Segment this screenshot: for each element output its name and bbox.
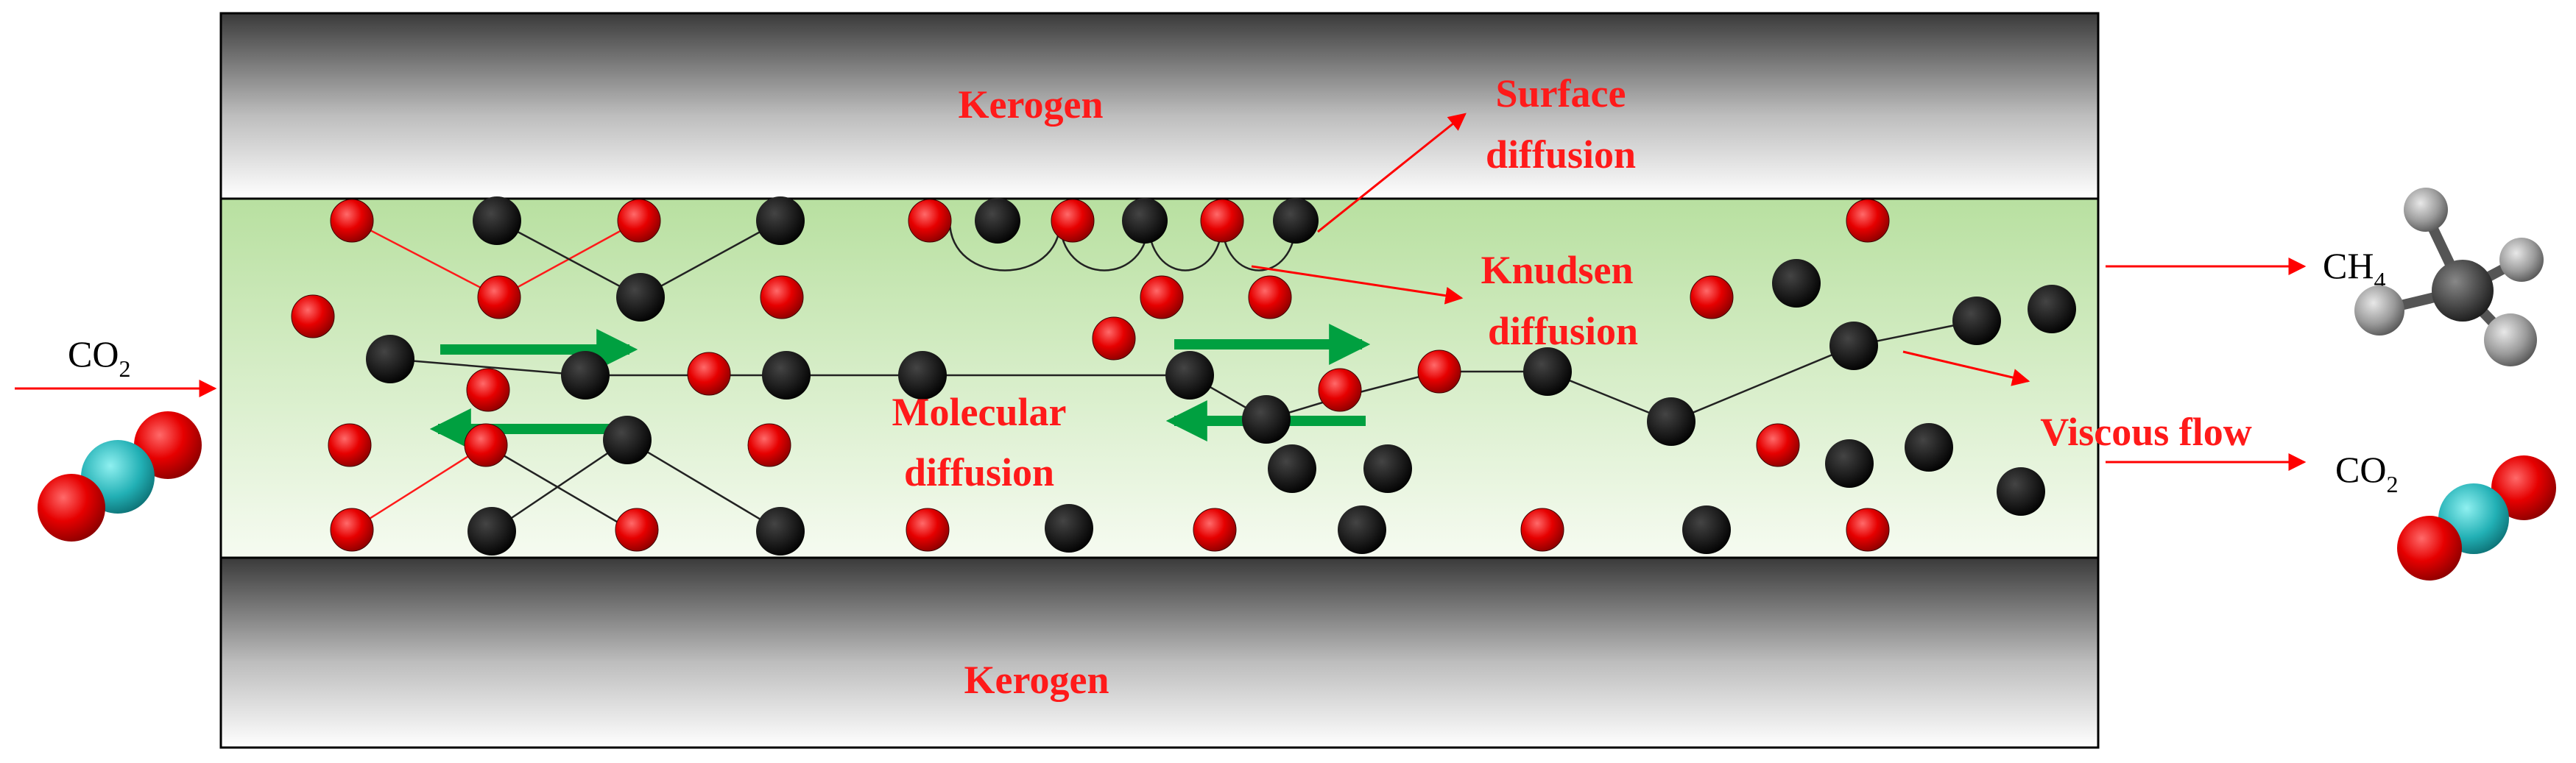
ch4-molecule <box>1829 322 1878 370</box>
co2-molecule <box>1248 275 1292 319</box>
ch4-molecule <box>561 351 610 400</box>
co2-molecule <box>330 199 374 243</box>
ch4-molecule <box>975 198 1020 244</box>
co2-icon-oxygen-left <box>2397 516 2462 581</box>
kerogen-top-wall <box>219 12 2100 200</box>
co2-outlet-subscript: 2 <box>2386 471 2398 497</box>
co2-molecules <box>291 199 1890 552</box>
co2-molecule <box>687 352 731 396</box>
co2-molecule <box>1051 199 1095 243</box>
co2-molecule <box>1318 368 1362 412</box>
co2-molecule-icon <box>2397 455 2556 581</box>
path-lines <box>351 219 1977 533</box>
ch4-icon-hydrogen <box>2499 238 2544 282</box>
co2-molecule <box>1417 349 1461 394</box>
co2-molecule <box>1520 508 1564 552</box>
knudsen-diffusion-arrow <box>1251 265 1464 305</box>
knudsen-diffusion-label-line1: Knudsen <box>1481 248 1633 292</box>
viscous-flow-label: Viscous flow <box>2040 410 2252 454</box>
ch4-molecule <box>1363 444 1412 493</box>
ch4-icon-hydrogen <box>2404 188 2448 232</box>
ch4-molecule <box>1647 397 1695 446</box>
ch4-molecule <box>1997 467 2045 516</box>
knudsen-diffusion-label-line2: diffusion <box>1488 309 1638 353</box>
ch4-icon-hydrogen <box>2484 313 2537 366</box>
ch4-molecule <box>1045 504 1093 553</box>
ch4-molecule <box>1682 505 1731 554</box>
co2-molecule <box>747 423 791 467</box>
co2-inlet-label: CO2 <box>68 333 130 382</box>
surface-diffusion-label-line2: diffusion <box>1486 132 1636 177</box>
co2-molecule <box>464 423 508 467</box>
co2-inlet-main: CO <box>68 333 119 375</box>
co2-icon-oxygen-right <box>2491 455 2556 520</box>
kerogen-bottom-wall <box>219 556 2100 749</box>
co2-molecule <box>908 199 952 243</box>
ch4-outlet-label: CH4 <box>2323 245 2385 294</box>
ch4-molecule <box>1825 439 1874 488</box>
annotation-arrows <box>15 113 2307 471</box>
co2-molecule <box>615 508 659 552</box>
ch4-molecule <box>1772 259 1821 308</box>
ch4-molecule <box>1165 351 1214 400</box>
molecular-diffusion-label-line2: diffusion <box>904 450 1054 494</box>
ch4-molecule <box>1268 444 1316 493</box>
co2-molecule <box>760 275 804 319</box>
ch4-molecule <box>467 507 516 556</box>
ch4-molecule <box>898 351 947 400</box>
co2-molecule <box>1193 508 1237 552</box>
co2-molecule <box>617 199 661 243</box>
ch4-molecule <box>756 196 805 245</box>
ch4-molecule <box>616 273 665 322</box>
ch4-molecule <box>762 351 811 400</box>
ch4-cross-path-2 <box>485 444 634 533</box>
ch4-molecule <box>1242 395 1291 444</box>
ch4-molecule-icon <box>2354 188 2544 366</box>
co2-molecule <box>477 275 521 319</box>
co2-molecule <box>466 368 510 412</box>
kerogen-top-label: Kerogen <box>959 82 1104 127</box>
co2-molecule <box>1140 275 1184 319</box>
ch4-molecule <box>1338 505 1386 554</box>
co2-molecule <box>1846 199 1890 243</box>
co2-molecule <box>1690 275 1734 319</box>
ch4-molecule <box>1952 297 2001 345</box>
co2-outlet-label: CO2 <box>2335 449 2398 497</box>
kerogen-bottom-label: Kerogen <box>964 658 1109 702</box>
co2-inlet-subscript: 2 <box>119 355 130 382</box>
ch4-molecule <box>1905 423 1953 472</box>
surface-diffusion-label-line1: Surface <box>1496 71 1626 116</box>
ch4-molecule <box>1273 198 1319 244</box>
ch4-molecule <box>756 507 805 556</box>
ch4-molecules <box>366 196 2076 556</box>
co2-outlet-main: CO <box>2335 449 2386 490</box>
ch4-molecule <box>473 196 521 245</box>
co2-molecule <box>291 294 335 338</box>
ch4-molecule <box>603 416 652 464</box>
ch4-outlet-main: CH <box>2323 245 2374 286</box>
ch4-molecule <box>2028 285 2076 333</box>
surface-diffusion-arrow <box>1317 113 1467 233</box>
ch4-icon-hydrogen <box>2354 285 2404 336</box>
co2-cross-path <box>351 444 487 531</box>
co2-molecule <box>330 508 374 552</box>
co2-molecule <box>1756 423 1800 467</box>
co2-molecule <box>1092 316 1136 361</box>
co2-icon-oxygen-left <box>38 474 105 542</box>
ch4-molecule <box>1523 347 1572 396</box>
molecular-diffusion-path <box>389 319 1977 423</box>
molecular-diffusion-label-line1: Molecular <box>892 390 1067 434</box>
co2-molecule <box>906 508 950 552</box>
ch4-icon-carbon <box>2432 260 2494 322</box>
co2-molecule <box>1846 508 1890 552</box>
ch4-molecule <box>366 335 414 383</box>
ch4-molecule <box>1122 198 1168 244</box>
co2-molecule-icon <box>38 411 202 542</box>
co2-molecule <box>328 423 372 467</box>
viscous-flow-arrow <box>1902 350 2030 386</box>
co2-molecule <box>1200 199 1244 243</box>
